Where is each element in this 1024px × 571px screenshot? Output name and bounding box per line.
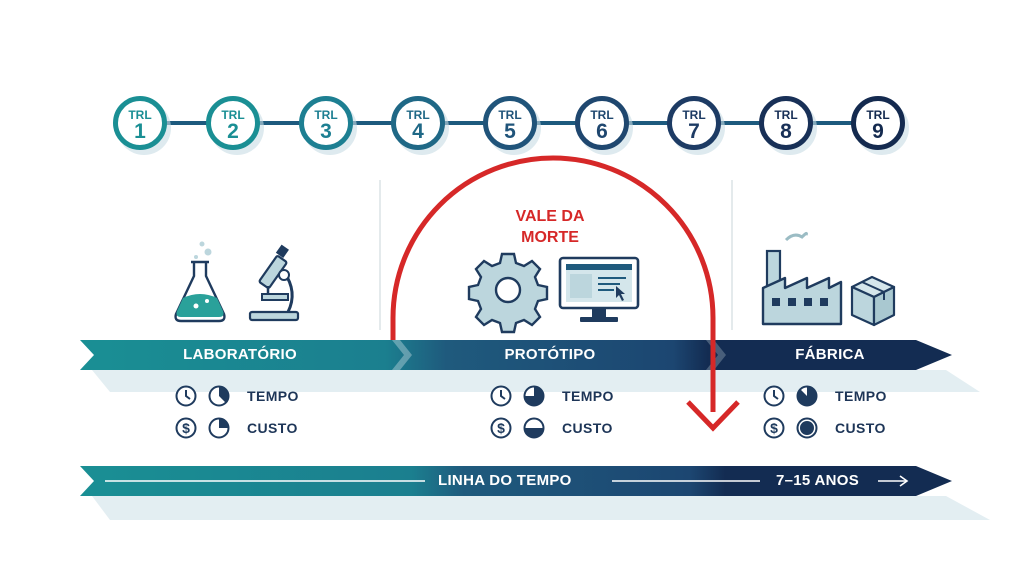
metric-time-factory: TEMPO [835,388,887,404]
phase-label-factory: FÁBRICA [795,346,865,363]
dollar-icon-factory: $ [763,417,785,439]
timeline-shadow [92,496,990,520]
timeline-arrow [80,466,952,496]
trl-prefix: TRL [221,108,245,122]
progress-pie-cost-lab [208,417,230,439]
progress-pie-time-proto [523,385,545,407]
phase-chevron-2 [706,340,726,370]
valley-line-2: MORTE [521,229,579,246]
flask-icon [174,241,226,323]
svg-text:$: $ [497,420,505,436]
trl-prefix: TRL [128,108,152,122]
gear-icon [467,252,549,334]
progress-pie-cost-proto [523,417,545,439]
progress-pie-time-lab [208,385,230,407]
trl-number: 6 [596,120,608,143]
trl-number: 1 [134,120,146,143]
trl-number: 5 [504,120,516,143]
metric-cost-proto: CUSTO [562,420,613,436]
metric-cost-factory: CUSTO [835,420,886,436]
trl-number: 7 [688,120,700,143]
valley-of-death-label: VALE DA MORTE [480,206,620,248]
dollar-icon-lab: $ [175,417,197,439]
phase-bar-shadow [92,370,980,392]
box-icon [850,275,896,327]
phase-label-prototype: PROTÓTIPO [504,346,596,363]
trl-number: 2 [227,120,239,143]
progress-pie-time-factory [796,385,818,407]
trl-number: 9 [872,120,884,143]
clock-icon-proto [490,385,512,407]
trl-prefix: TRL [590,108,614,122]
valley-arrowhead [686,400,740,432]
trl-number: 4 [412,120,424,143]
factory-icon [761,231,843,326]
phase-chevron-1 [392,340,412,370]
monitor-icon [558,256,640,322]
trl-number: 3 [320,120,332,143]
trl-prefix: TRL [682,108,706,122]
svg-text:$: $ [770,420,778,436]
clock-icon-factory [763,385,785,407]
valley-arc [390,155,716,412]
timeline-duration: 7–15 ANOS [776,472,860,489]
trl-prefix: TRL [774,108,798,122]
dollar-icon-proto: $ [490,417,512,439]
metric-time-proto: TEMPO [562,388,614,404]
trl-prefix: TRL [866,108,890,122]
svg-text:$: $ [182,420,190,436]
valley-line-1: VALE DA [515,208,585,225]
trl-prefix: TRL [498,108,522,122]
timeline-label: LINHA DO TEMPO [438,472,572,489]
microscope-icon [248,244,300,322]
trl-prefix: TRL [406,108,430,122]
metric-cost-lab: CUSTO [247,420,298,436]
clock-icon-lab [175,385,197,407]
phase-arrow-bar [80,340,952,370]
metric-time-lab: TEMPO [247,388,299,404]
timeline-inner-arrowhead [899,475,909,487]
phase-label-laboratory: LABORATÓRIO [183,346,297,363]
trl-number: 8 [780,120,792,143]
progress-pie-cost-factory [796,417,818,439]
trl-prefix: TRL [314,108,338,122]
